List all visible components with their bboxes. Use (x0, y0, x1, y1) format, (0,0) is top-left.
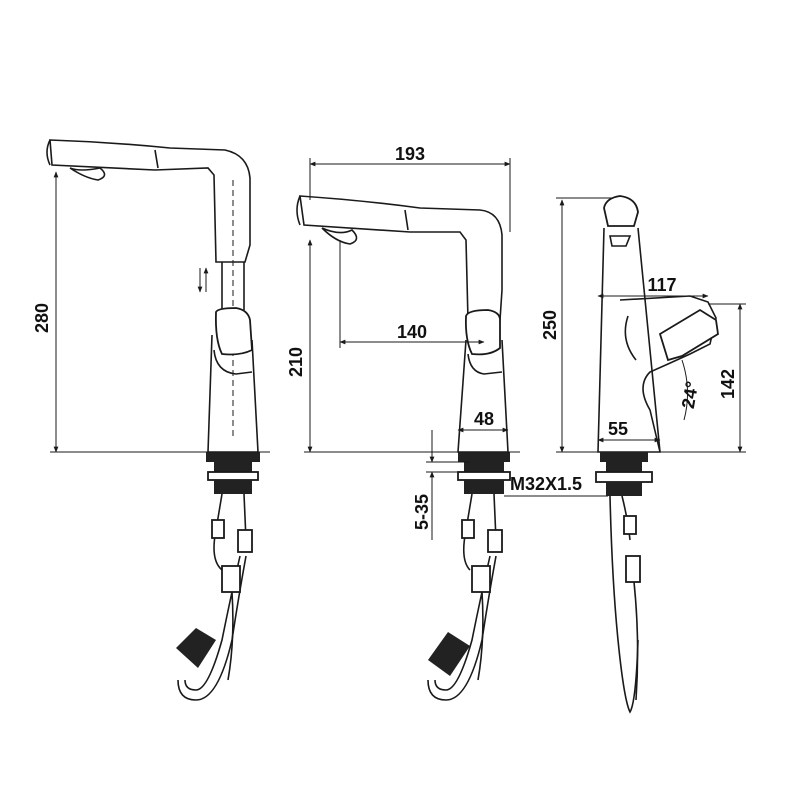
pull-out-arrows-icon (197, 267, 209, 293)
dim-210: 210 (286, 239, 520, 453)
dim-280: 280 (32, 171, 270, 453)
middle-view-faucet (296, 195, 511, 701)
dim-117: 117 (597, 275, 709, 299)
dim-24-angle: 24° (678, 359, 702, 421)
right-view-faucet (595, 195, 719, 714)
dim-142: 142 (660, 303, 746, 453)
dim-210-label: 210 (286, 347, 306, 377)
dim-250: 250 (540, 197, 612, 453)
dim-55-label: 55 (608, 419, 628, 439)
dim-142-label: 142 (718, 369, 738, 399)
dim-250-label: 250 (540, 310, 560, 340)
dim-55: 55 (597, 419, 661, 443)
dim-140: 140 (339, 240, 485, 348)
dim-24-label: 24° (678, 380, 702, 410)
left-view-faucet (46, 139, 260, 701)
dim-thread: M32X1.5 (504, 474, 608, 497)
dim-5-35-label: 5-35 (412, 494, 432, 530)
dim-48-label: 48 (474, 409, 494, 429)
dim-117-label: 117 (647, 275, 676, 295)
dim-193-label: 193 (395, 144, 425, 164)
dim-193: 193 (309, 144, 511, 232)
dim-280-label: 280 (32, 303, 52, 333)
dim-48: 48 (457, 409, 509, 433)
dim-140-label: 140 (397, 322, 427, 342)
dim-5-35: 5-35 (412, 430, 470, 540)
dim-thread-label: M32X1.5 (510, 474, 582, 494)
